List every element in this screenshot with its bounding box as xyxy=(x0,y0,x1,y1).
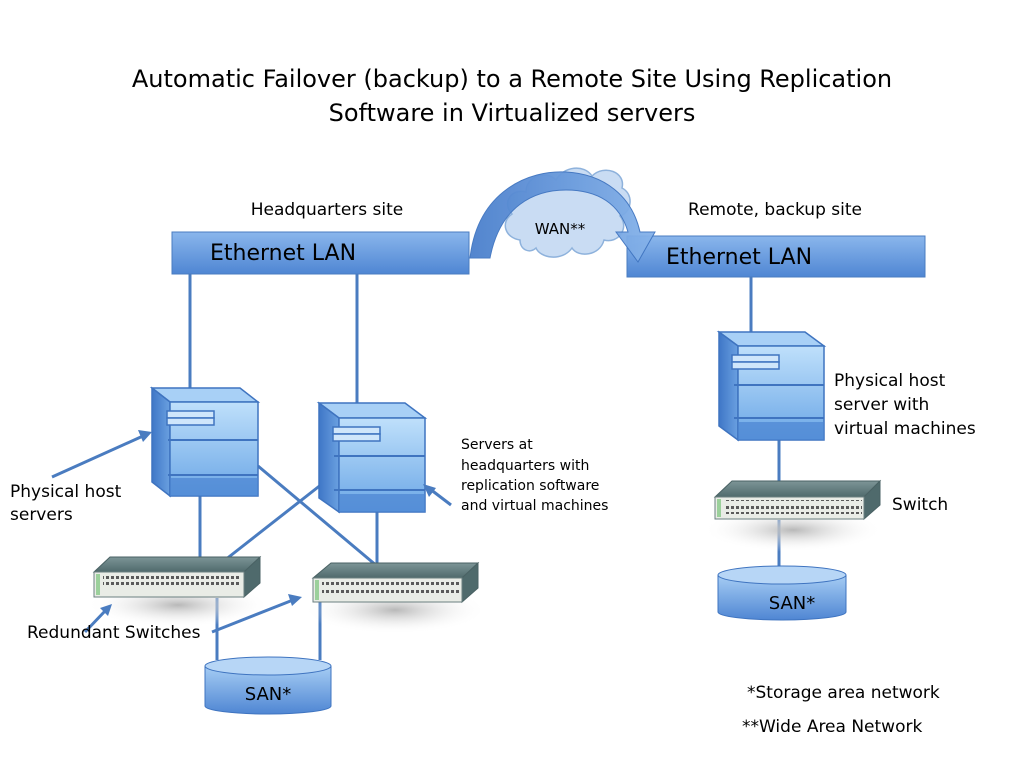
hq-server-1 xyxy=(149,386,261,498)
title-line-2: Software in Virtualized servers xyxy=(329,99,696,127)
remote-switch-label: Switch xyxy=(892,495,948,515)
callout-physical-host-servers xyxy=(51,434,144,479)
servers-note-line4: and virtual machines xyxy=(461,498,608,514)
footnote-wan: **Wide Area Network xyxy=(742,717,922,737)
servers-note-line2: headquarters with xyxy=(461,458,589,474)
remote-server-label-line1: Physical host xyxy=(834,371,946,391)
hq-lan-label: Ethernet LAN xyxy=(210,241,356,266)
link-server1-switch2 xyxy=(257,464,378,568)
failover-arrow xyxy=(469,171,656,263)
hq-san-label: SAN* xyxy=(245,684,292,705)
redundant-switches-label: Redundant Switches xyxy=(27,623,201,643)
headquarters-site-label: Headquarters site xyxy=(251,200,404,220)
remote-server-label: Physical host server with virtual machin… xyxy=(834,371,976,439)
physical-host-servers-label-line2: servers xyxy=(10,505,73,525)
remote-lan-label: Ethernet LAN xyxy=(666,245,812,270)
physical-host-servers-label-line1: Physical host xyxy=(10,482,122,502)
servers-note-line3: replication software xyxy=(461,478,599,494)
callout-switch-2 xyxy=(211,598,294,634)
footnote-san: *Storage area network xyxy=(747,683,940,703)
remote-server xyxy=(716,330,827,442)
remote-san: SAN* xyxy=(717,565,847,621)
remote-server-label-line2: server with xyxy=(834,395,929,415)
hq-server-2 xyxy=(316,401,428,514)
title-line-1: Automatic Failover (backup) to a Remote … xyxy=(132,65,892,93)
remote-san-label: SAN* xyxy=(769,593,816,614)
callout-servers-at-hq xyxy=(429,487,452,507)
remote-server-label-line3: virtual machines xyxy=(834,419,976,439)
remote-site-label: Remote, backup site xyxy=(688,200,862,220)
remote-ethernet-lan: Ethernet LAN xyxy=(626,235,926,278)
callout-arrows xyxy=(51,430,452,634)
hq-switch-1 xyxy=(86,555,270,627)
servers-at-hq-note: Servers at headquarters with replication… xyxy=(461,437,608,514)
hq-switch-2 xyxy=(303,561,487,634)
servers-note-line1: Servers at xyxy=(461,437,533,453)
hq-san: SAN* xyxy=(204,656,332,715)
callout-switch-1 xyxy=(83,608,108,634)
link-server2-switch1 xyxy=(224,482,323,562)
hq-ethernet-lan: Ethernet LAN xyxy=(171,231,470,275)
wan-label: WAN** xyxy=(535,220,586,238)
remote-switch xyxy=(703,479,883,552)
